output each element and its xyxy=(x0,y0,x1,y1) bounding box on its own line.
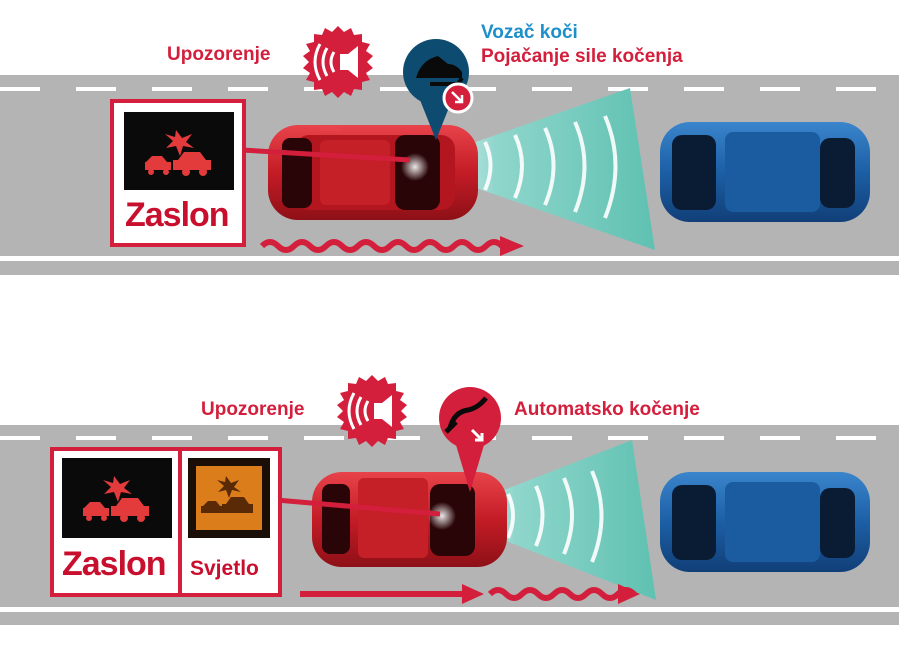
speaker-icon xyxy=(337,375,407,447)
bottom-light-label: Svjetlo xyxy=(190,557,259,580)
top-ego-car xyxy=(268,125,478,220)
brake-pedal-icon xyxy=(403,39,474,140)
bottom-display-panel xyxy=(50,447,441,597)
top-lead-car xyxy=(660,122,870,222)
bottom-warning-label: Upozorenje xyxy=(201,399,305,420)
speaker-icon xyxy=(303,26,373,98)
top-speed-arrow xyxy=(259,236,524,256)
bottom-auto-brake-label: Automatsko kočenje xyxy=(514,399,700,420)
bottom-lead-car xyxy=(660,472,870,572)
top-display-panel xyxy=(110,99,411,247)
bottom-ego-car xyxy=(312,472,507,567)
top-warning-label: Upozorenje xyxy=(167,44,271,65)
collision-warning-icon xyxy=(145,130,211,176)
top-driver-label: Vozač koči xyxy=(481,22,578,43)
top-display-label: Zaslon xyxy=(125,196,230,234)
top-brake-assist-label: Pojačanje sile kočenja xyxy=(481,46,683,67)
auto-brake-icon xyxy=(439,387,501,492)
bottom-display-label: Zaslon xyxy=(62,545,167,583)
bottom-speed-arrows xyxy=(300,584,640,604)
